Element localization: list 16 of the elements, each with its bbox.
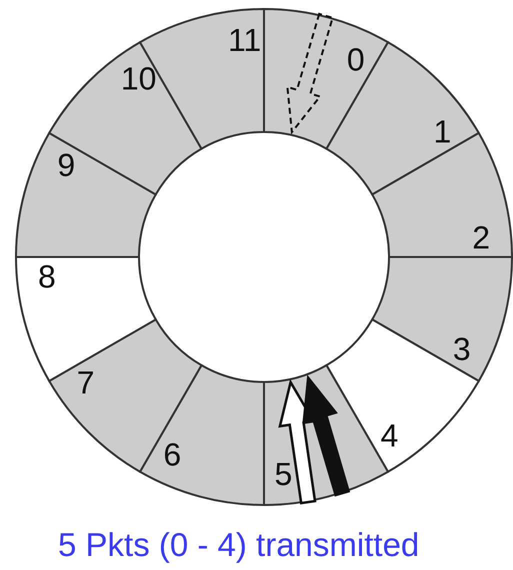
segment-number: 10	[120, 60, 156, 97]
segment-number: 1	[433, 114, 452, 150]
segment-number: 9	[57, 147, 76, 184]
segment-number: 8	[38, 258, 56, 294]
caption: 5 Pkts (0 - 4) transmitted	[58, 526, 420, 564]
block-arrow	[286, 12, 334, 135]
segment-number: 2	[472, 220, 490, 256]
block-arrow	[302, 374, 350, 497]
segment-number: 0	[346, 41, 365, 78]
block-arrow	[278, 378, 316, 505]
segment-number: 5	[274, 456, 292, 492]
segment-number: 6	[163, 436, 182, 473]
segment-number: 3	[452, 330, 471, 367]
segment-number: 11	[228, 22, 262, 58]
segment-number: 4	[380, 417, 398, 454]
segment-number: 7	[76, 364, 95, 400]
